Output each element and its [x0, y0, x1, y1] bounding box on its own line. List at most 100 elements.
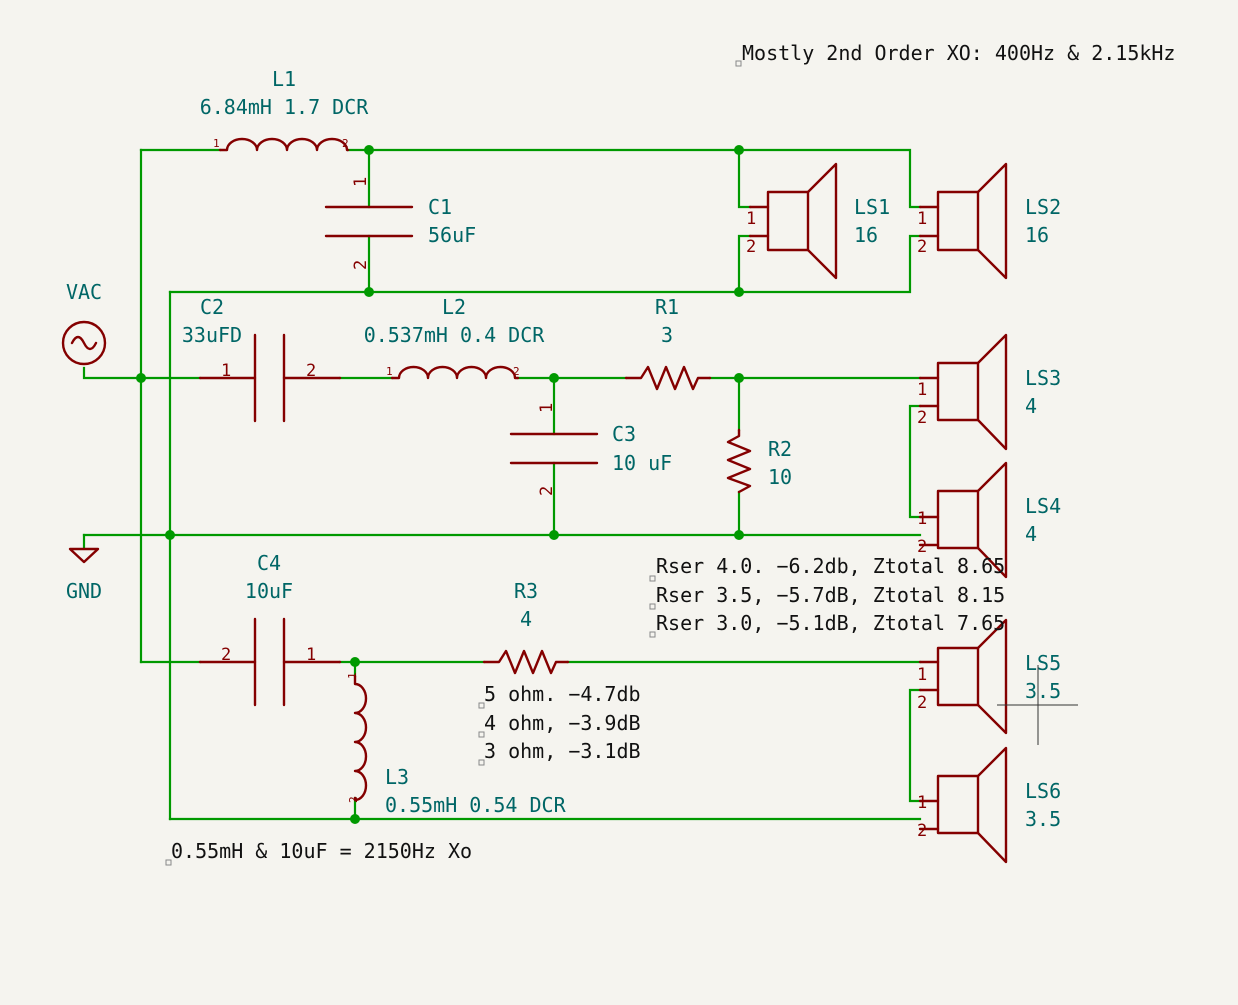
value-label: 3.5 — [1025, 807, 1061, 831]
pin-number: 1 — [221, 361, 231, 381]
text-anchor-marker — [478, 759, 485, 766]
text-anchor-marker — [165, 859, 172, 866]
ref-label: C4 — [257, 551, 281, 575]
ref-label: C1 — [428, 195, 452, 219]
schematic-title[interactable]: Mostly 2nd Order XO: 400Hz & 2.15kHz — [742, 41, 1175, 65]
pin-number: 2 — [347, 796, 360, 803]
wire-ls1-pin2 — [737, 234, 922, 294]
pin-number: 2 — [746, 237, 756, 257]
text-anchor-marker — [478, 702, 485, 709]
pin-number: 1 — [306, 645, 316, 665]
note-ohm-3[interactable]: 3 ohm, −3.1dB — [484, 739, 641, 763]
speaker-ls6[interactable]: 1 2 LS6 3.5 — [917, 746, 1061, 864]
pin-number: 2 — [917, 408, 927, 428]
capacitor-c2[interactable]: 1 2 C2 33uFD — [182, 295, 342, 423]
capacitor-c4[interactable]: 2 1 C4 10uF — [198, 551, 342, 707]
pin-number: 2 — [351, 260, 371, 270]
ref-label: LS6 — [1025, 779, 1061, 803]
ref-label: LS1 — [854, 195, 890, 219]
ref-label: VAC — [66, 280, 102, 304]
speaker-ls3[interactable]: 1 2 LS3 4 — [917, 333, 1061, 451]
junction-dot — [549, 373, 559, 383]
pin-number: 2 — [917, 693, 927, 713]
note-rser-3[interactable]: Rser 3.0, −5.1dB, Ztotal 7.65 — [656, 611, 1005, 635]
pin-number: 1 — [386, 365, 393, 378]
pin-number: 1 — [917, 665, 927, 685]
ref-label: R3 — [514, 579, 538, 603]
ground-symbol-gnd[interactable]: GND — [66, 547, 102, 603]
value-label: 6.84mH 1.7 DCR — [200, 95, 370, 119]
pin-number: 1 — [213, 137, 220, 150]
ref-label: GND — [66, 579, 102, 603]
ref-label: L2 — [442, 295, 466, 319]
ref-label: R1 — [655, 295, 679, 319]
crosshair-cursor-icon — [997, 665, 1078, 745]
inductor-l1[interactable]: 1 2 L1 6.84mH 1.7 DCR — [200, 67, 370, 152]
junctions — [136, 145, 744, 824]
value-label: 0.537mH 0.4 DCR — [364, 323, 546, 347]
inductor-l2[interactable]: 1 2 L2 0.537mH 0.4 DCR — [364, 295, 546, 380]
ref-label: LS3 — [1025, 366, 1061, 390]
value-label: 4 — [1025, 394, 1037, 418]
pin-number: 2 — [917, 237, 927, 257]
speaker-ls1[interactable]: 1 2 LS1 16 — [746, 162, 890, 280]
junction-dot — [734, 145, 744, 155]
value-label: 4 — [520, 607, 532, 631]
junction-dot — [734, 373, 744, 383]
note-xo-frequency[interactable]: 0.55mH & 10uF = 2150Hz Xo — [171, 839, 472, 863]
junction-dot — [734, 287, 744, 297]
note-rser-2[interactable]: Rser 3.5, −5.7dB, Ztotal 8.15 — [656, 583, 1005, 607]
ref-label: L3 — [385, 765, 409, 789]
junction-dot — [549, 530, 559, 540]
ref-label: LS5 — [1025, 651, 1061, 675]
text-anchor-marker — [478, 731, 485, 738]
pin-number: 1 — [537, 403, 557, 413]
junction-dot — [350, 657, 360, 667]
value-label: 10uF — [245, 579, 293, 603]
pin-number: 1 — [917, 509, 927, 529]
text-anchor-marker — [649, 575, 656, 582]
wire-ls5-ls6 — [908, 688, 922, 803]
ref-label: LS4 — [1025, 494, 1061, 518]
resistor-r2[interactable]: R2 10 — [726, 428, 792, 494]
value-label: 16 — [1025, 223, 1049, 247]
ac-source-vac[interactable]: VAC — [61, 280, 107, 366]
value-label: 16 — [854, 223, 878, 247]
wires — [82, 148, 922, 821]
capacitor-c3[interactable]: 1 2 C3 10 uF — [509, 403, 672, 496]
ref-label: L1 — [272, 67, 296, 91]
pin-number: 2 — [306, 361, 316, 381]
pin-number: 2 — [917, 821, 927, 841]
note-rser-1[interactable]: Rser 4.0. −6.2db, Ztotal 8.65 — [656, 554, 1005, 578]
ref-label: C3 — [612, 422, 636, 446]
pin-number: 2 — [917, 537, 927, 557]
value-label: 33uFD — [182, 323, 242, 347]
note-ohm-2[interactable]: 4 ohm, −3.9dB — [484, 711, 641, 735]
wire-l1-out — [346, 148, 922, 209]
junction-dot — [165, 530, 175, 540]
ref-label: R2 — [768, 437, 792, 461]
wire-ls3-ls4 — [908, 404, 922, 519]
pin-number: 2 — [513, 365, 520, 378]
value-label: 56uF — [428, 223, 476, 247]
inductor-l3[interactable]: 1 2 L3 0.55mH 0.54 DCR — [346, 672, 567, 817]
pin-number: 2 — [221, 645, 231, 665]
resistor-r1[interactable]: R1 3 — [624, 295, 712, 391]
note-ohm-1[interactable]: 5 ohm. −4.7db — [484, 682, 641, 706]
ref-label: C2 — [200, 295, 224, 319]
pin-number: 2 — [537, 486, 557, 496]
pin-number: 1 — [917, 380, 927, 400]
pin-number: 1 — [346, 672, 359, 679]
value-label: 0.55mH 0.54 DCR — [385, 793, 567, 817]
junction-dot — [364, 145, 374, 155]
capacitor-c1[interactable]: 1 2 C1 56uF — [324, 177, 476, 270]
text-anchor-marker — [735, 60, 742, 67]
text-notes: Mostly 2nd Order XO: 400Hz & 2.15kHz Rse… — [165, 41, 1175, 866]
speaker-ls2[interactable]: 1 2 LS2 16 — [917, 162, 1061, 280]
wire-vac-to-bus — [82, 366, 202, 380]
pin-number: 1 — [746, 209, 756, 229]
resistor-r3[interactable]: R3 4 — [482, 579, 570, 675]
speaker-ls5[interactable]: 1 2 LS5 3.5 — [917, 618, 1061, 735]
speaker-ls4[interactable]: 1 2 LS4 4 — [917, 461, 1061, 579]
